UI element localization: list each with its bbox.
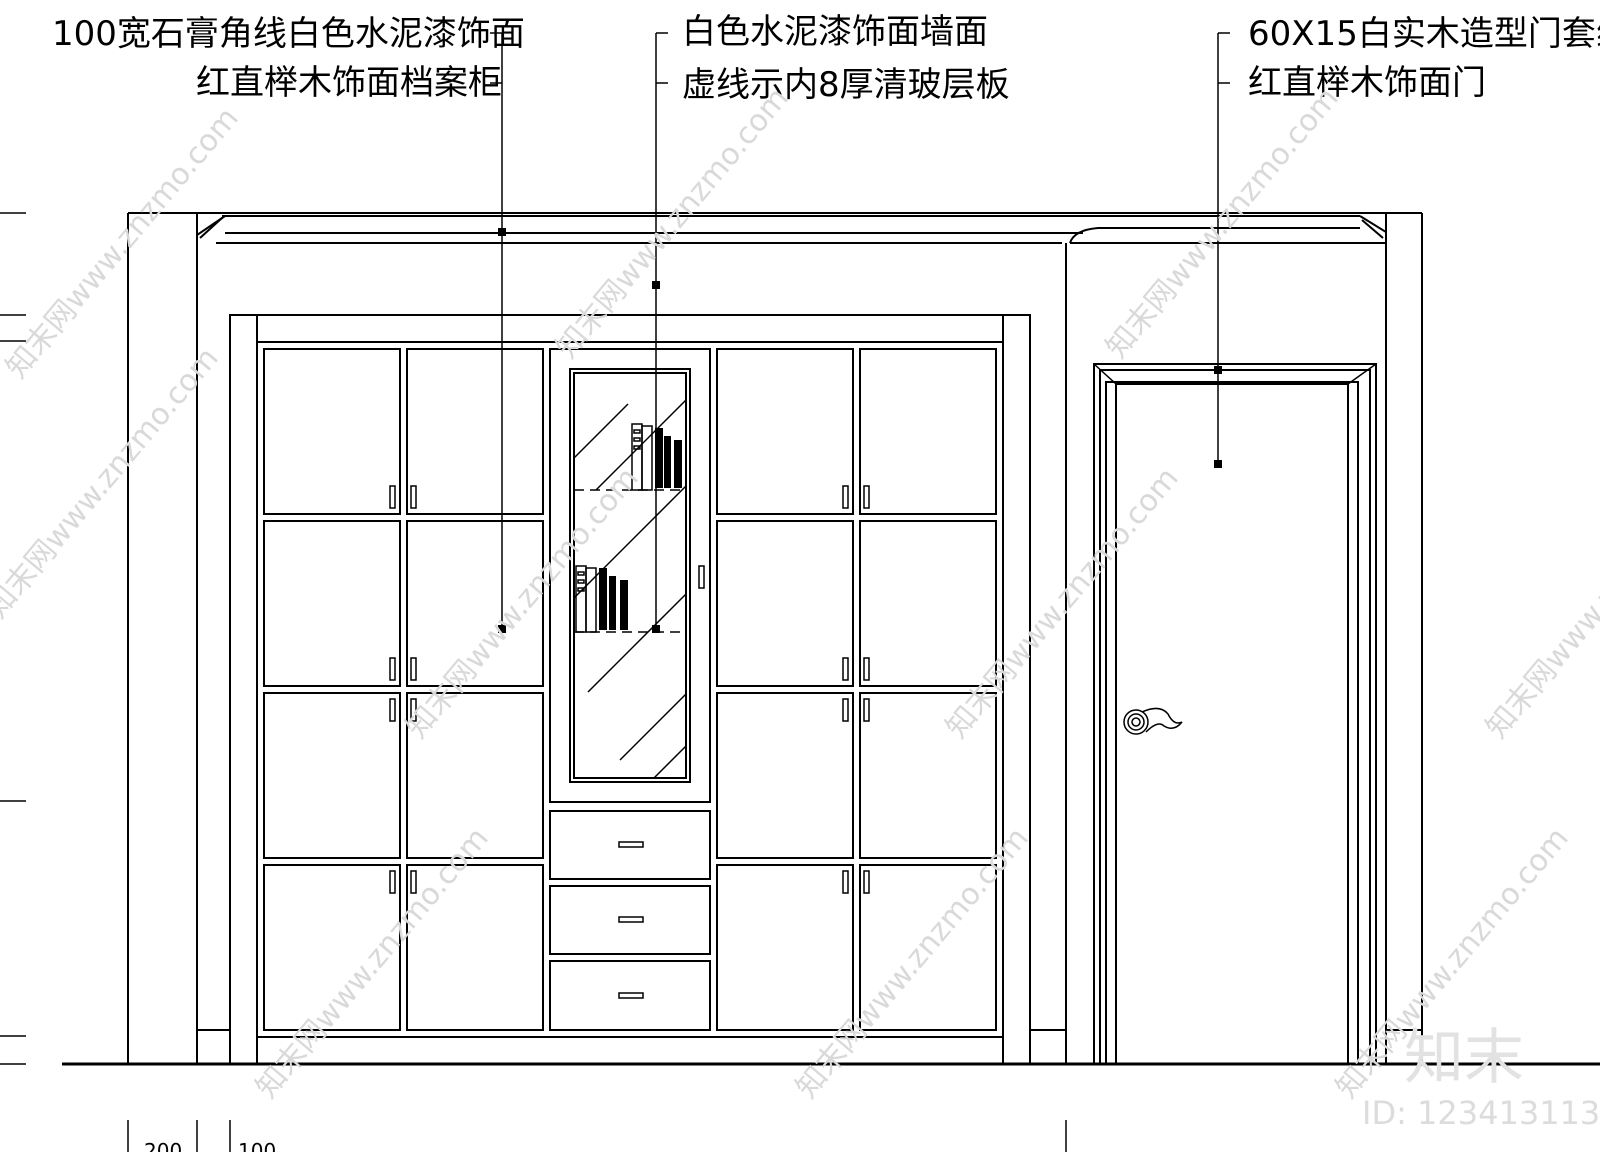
annotation-mid-line2: 虚线示内8厚清玻层板 bbox=[682, 65, 1010, 105]
watermark-text: 知末网www.znzmo.com bbox=[399, 461, 645, 745]
dimension-label-1: 200 bbox=[144, 1139, 182, 1152]
watermarks: 知末网www.znzmo.com 知末网www.znzmo.com 知末网www… bbox=[0, 81, 1600, 1105]
annotation-mid-line1: 白色水泥漆饰面墙面 bbox=[682, 12, 988, 52]
brand-logo-text: 知末 bbox=[1404, 1023, 1524, 1093]
door bbox=[1093, 363, 1377, 1064]
leader-lines bbox=[490, 32, 1230, 633]
watermark-text: 知末网www.znzmo.com bbox=[0, 341, 226, 625]
annotation-left-line1: 100宽石膏角线白色水泥漆饰面 bbox=[52, 14, 525, 54]
dimension-lines: 200 100 bbox=[127, 1120, 1067, 1152]
annotation-right-line1: 60X15白实木造型门套线 bbox=[1248, 14, 1600, 54]
watermark-text: 知末网www.znzmo.com bbox=[549, 81, 795, 365]
crown-moulding bbox=[196, 215, 1387, 244]
watermark-text: 知末网www.znzmo.com bbox=[1479, 461, 1600, 745]
watermark-text: 知末网www.znzmo.com bbox=[939, 461, 1185, 745]
watermark-text: 知末网www.znzmo.com bbox=[1099, 81, 1345, 365]
wall-outline bbox=[127, 212, 1423, 1064]
dimension-label-2: 100 bbox=[238, 1139, 276, 1152]
annotation-right-line2: 红直榉木饰面门 bbox=[1248, 63, 1486, 103]
books bbox=[575, 423, 682, 633]
level-ticks bbox=[0, 212, 26, 1065]
cabinet-frame bbox=[196, 314, 1422, 1065]
annotation-left-line2: 红直榉木饰面档案柜 bbox=[196, 63, 502, 103]
image-id: ID: 1234131136 bbox=[1362, 1094, 1600, 1132]
cabinet-doors-left bbox=[263, 348, 544, 1031]
drawers bbox=[549, 810, 711, 1031]
cabinet-doors-right bbox=[716, 348, 997, 1031]
glass-cabinet bbox=[549, 348, 711, 803]
watermark-text: 知末网www.znzmo.com bbox=[0, 101, 246, 385]
